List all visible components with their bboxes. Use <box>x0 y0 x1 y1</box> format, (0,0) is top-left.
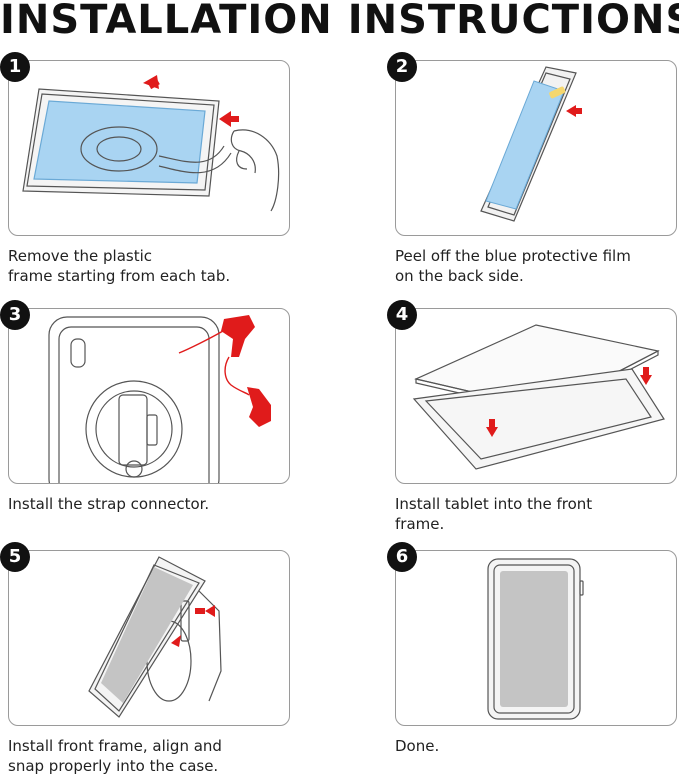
step-4-caption: Install tablet into the front frame. <box>395 495 593 533</box>
tablet-screen <box>101 567 193 703</box>
step-1-drawing <box>22 75 280 212</box>
film-tab <box>549 86 566 99</box>
page-title: INSTALLATION INSTRUCTIONS <box>0 0 679 43</box>
step-1-illustration <box>8 60 290 236</box>
step-number-badge: 2 <box>387 52 417 82</box>
step-1-caption: Remove the plastic frame starting from e… <box>8 247 231 285</box>
arrow-icon <box>171 605 215 647</box>
step-5-caption: Install front frame, align and snap prop… <box>8 737 222 775</box>
step-3-caption: Install the strap connector. <box>8 495 210 513</box>
step-3-illustration <box>8 308 290 484</box>
step-number-badge: 1 <box>0 52 30 82</box>
step-2-caption: Peel off the blue protective film on the… <box>395 247 631 285</box>
step-number-badge: 5 <box>0 542 30 572</box>
step-4-illustration <box>395 308 677 484</box>
step-3-drawing <box>48 315 271 483</box>
step-number-badge: 6 <box>387 542 417 572</box>
step-6-drawing <box>487 558 584 720</box>
arrow-icon <box>566 105 582 117</box>
step-number-badge: 3 <box>0 300 30 330</box>
step-number-badge: 4 <box>387 300 417 330</box>
step-2-drawing <box>480 66 582 222</box>
arrow-icon <box>486 367 652 437</box>
step-6-illustration <box>395 550 677 726</box>
step-5-drawing <box>88 556 222 718</box>
tablet-screen <box>500 571 568 707</box>
step-4-drawing <box>412 324 665 470</box>
step-5-illustration <box>8 550 290 726</box>
strap-connector-icon <box>221 315 271 427</box>
step-6-caption: Done. <box>395 737 440 755</box>
arrow-icon <box>143 75 239 127</box>
step-2-illustration <box>395 60 677 236</box>
